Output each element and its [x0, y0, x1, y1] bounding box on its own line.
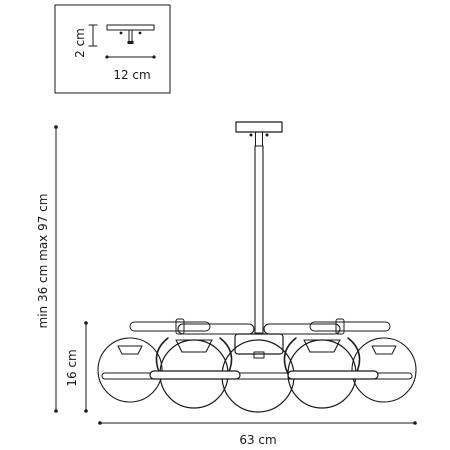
- inset-screw-left: [119, 31, 123, 35]
- bracket-left-inner: [219, 337, 233, 375]
- body-height-tick-bottom: [84, 409, 88, 413]
- front-arm-right: [263, 323, 341, 335]
- bracket-right-outer: [347, 337, 361, 375]
- arm-cap-right: [335, 318, 345, 335]
- center-hub-finial: [253, 351, 265, 359]
- bracket-right-inner: [283, 337, 297, 375]
- front-arm-left: [177, 323, 255, 335]
- inset-stem: [128, 29, 133, 43]
- inset-canopy-plate: [106, 24, 155, 31]
- back-arm-left: [129, 321, 211, 332]
- inset-width-label: 12 cm: [113, 68, 150, 82]
- ceiling-canopy: [235, 121, 283, 133]
- holder-front-left: [175, 339, 213, 353]
- body-height-label: 16 cm: [65, 349, 79, 386]
- inset-width-tick-right: [152, 55, 156, 59]
- retaining-bar-left: [149, 370, 241, 380]
- width-dimension: 63 cm: [98, 421, 417, 447]
- inset-height-label: 2 cm: [73, 28, 87, 58]
- holder-front-right: [303, 339, 341, 353]
- center-hub: [234, 333, 284, 355]
- overall-height-tick-top: [54, 125, 58, 129]
- inset-frame: [54, 4, 171, 94]
- retaining-bar-back: [101, 372, 413, 380]
- width-label: 63 cm: [239, 433, 276, 447]
- holder-back-left: [117, 345, 143, 355]
- holder-back-right: [371, 345, 397, 355]
- inset-screw-right: [138, 31, 142, 35]
- inset-stem-tip: [127, 41, 134, 44]
- canopy-stem: [255, 131, 263, 147]
- arm-cap-left: [175, 318, 185, 335]
- globe-back-right: [351, 337, 417, 403]
- overall-height-dimension: min 36 cm max 97 cm: [36, 125, 58, 413]
- canopy-screw-left: [249, 133, 253, 137]
- body-height-dimension: 16 cm: [65, 321, 88, 413]
- overall-height-label: min 36 cm max 97 cm: [36, 194, 50, 329]
- canopy-screw-right: [265, 133, 269, 137]
- body-height-tick-top: [84, 321, 88, 325]
- back-arm-right: [309, 321, 391, 332]
- mount-inset: 2 cm 12 cm: [54, 4, 171, 94]
- inset-width-tick-left: [105, 55, 109, 59]
- globe-back-left: [97, 337, 163, 403]
- overall-height-tick-bottom: [54, 409, 58, 413]
- retaining-bar-right: [287, 370, 379, 380]
- suspension-rod: [254, 145, 264, 334]
- chandelier: [97, 121, 417, 413]
- width-tick-right: [413, 421, 417, 425]
- width-tick-left: [98, 421, 102, 425]
